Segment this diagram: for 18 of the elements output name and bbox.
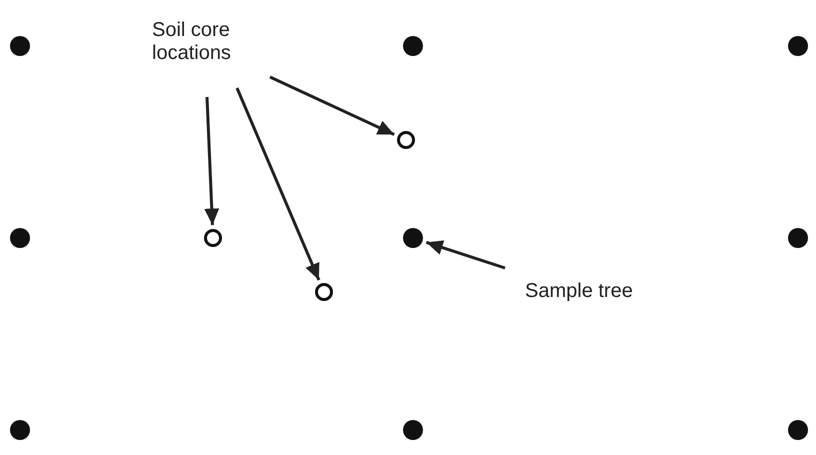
tree-dot	[10, 228, 30, 248]
arrow	[426, 240, 506, 270]
soil-core-circle	[315, 283, 333, 301]
soil-core-circle	[397, 131, 415, 149]
tree-dot	[788, 228, 808, 248]
arrow	[236, 87, 320, 281]
tree-dot	[788, 36, 808, 56]
annotation-label: Soil core locations	[152, 19, 292, 65]
arrow	[269, 76, 395, 136]
tree-dot	[10, 420, 30, 440]
annotation-label: Sample tree	[525, 280, 695, 303]
tree-dot	[403, 420, 423, 440]
arrow	[204, 96, 220, 226]
soil-core-circle	[204, 229, 222, 247]
tree-dot	[403, 228, 423, 248]
tree-dot	[403, 36, 423, 56]
tree-dot	[788, 420, 808, 440]
tree-dot	[10, 36, 30, 56]
